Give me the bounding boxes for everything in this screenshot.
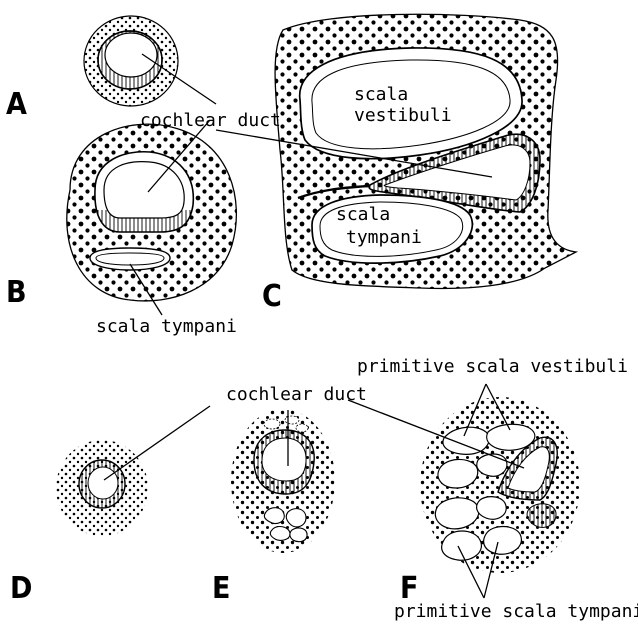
label-scala-tympani-c-1: scala bbox=[336, 204, 390, 225]
label-scala-tympani-c-2: tympani bbox=[346, 227, 422, 248]
label-cochlear-duct-top: cochlear duct bbox=[140, 110, 281, 131]
label-scala-vestibuli-c-2: vestibuli bbox=[354, 105, 452, 126]
panel-label-b: B bbox=[6, 275, 27, 310]
panel-e: E bbox=[212, 409, 335, 606]
panel-label-d: D bbox=[10, 571, 32, 606]
label-primitive-scala-vestibuli: primitive scala vestibuli bbox=[357, 356, 628, 377]
label-cochlear-duct-bottom: cochlear duct bbox=[226, 384, 367, 405]
panel-d: D bbox=[10, 440, 148, 606]
panel-label-a: A bbox=[6, 87, 27, 122]
label-primitive-scala-tympani: primitive scala tympani bbox=[394, 601, 638, 622]
panel-a: A bbox=[6, 16, 178, 122]
panel-label-c: C bbox=[262, 279, 282, 314]
label-scala-vestibuli-c-1: scala bbox=[354, 84, 408, 105]
panel-label-e: E bbox=[212, 571, 230, 606]
label-scala-tympani-b: scala tympani bbox=[96, 316, 237, 337]
panel-b: B bbox=[6, 124, 236, 310]
